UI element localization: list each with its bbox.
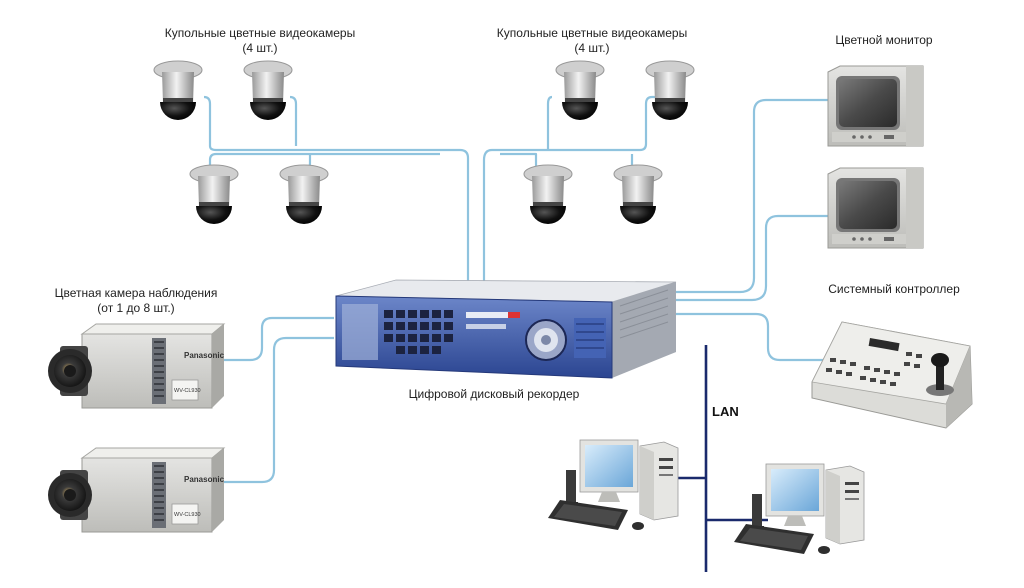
dome-camera-group-left [153,60,329,225]
controller-label: Системный контроллер [828,282,960,296]
dome-camera [189,164,239,225]
dome-camera [279,164,329,225]
dome-camera-group-right [523,60,695,225]
box-camera-brand: Panasonic [184,351,225,360]
dome-cameras-right-label: Купольные цветные видеокамеры (4 шт.) [482,26,702,56]
computer-workstation [547,439,679,531]
color-monitor [827,65,924,147]
box-camera: Panasonic WV-CL930 [47,323,225,409]
digital-video-recorder [335,279,677,379]
dome-camera [523,164,573,225]
dome-cameras-right-count: (4 шт.) [574,41,610,55]
recorder-label: Цифровой дисковый рекордер [408,387,580,401]
dome-cameras-left-count: (4 шт.) [242,41,278,55]
box-camera-brand: Panasonic [184,475,225,484]
dome-camera [645,60,695,121]
box-camera-count: (от 1 до 8 шт.) [97,301,175,315]
box-camera: Panasonic WV-CL930 [47,447,225,533]
computer-workstation [733,463,865,555]
dome-camera [555,60,605,121]
dome-camera [243,60,293,121]
dome-cameras-right-title: Купольные цветные видеокамеры [496,26,688,40]
box-camera-model: WV-CL930 [174,388,201,394]
dome-camera [153,60,203,121]
box-camera-title: Цветная камера наблюдения [54,286,218,300]
dome-camera [613,164,663,225]
lan-label: LAN [712,404,739,419]
monitor-label: Цветной монитор [835,33,933,47]
box-camera-model: WV-CL930 [174,512,201,518]
system-controller [811,321,973,429]
box-camera-label: Цветная камера наблюдения (от 1 до 8 шт.… [36,286,236,316]
dome-cameras-left-label: Купольные цветные видеокамеры (4 шт.) [150,26,370,56]
color-monitor [827,167,924,249]
dome-cameras-left-title: Купольные цветные видеокамеры [164,26,356,40]
